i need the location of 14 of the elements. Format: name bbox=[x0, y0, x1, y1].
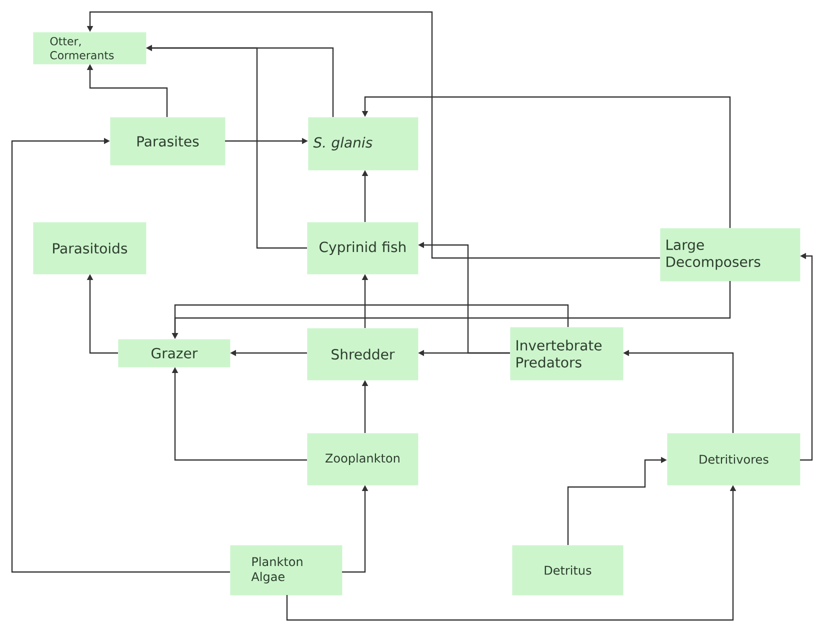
species-box: Detritus bbox=[512, 545, 624, 596]
species-box: S. glanis bbox=[308, 117, 418, 170]
species-box: Large Decomposers bbox=[660, 228, 800, 282]
species-box: Parasitoids bbox=[33, 222, 146, 274]
species-box: Otter, Cormerants bbox=[33, 32, 146, 64]
species-box: Zooplankton bbox=[307, 433, 418, 486]
arrow bbox=[11, 138, 230, 573]
species-box: Invertebrate Predators bbox=[510, 327, 624, 380]
species-box: Grazer bbox=[118, 339, 230, 368]
species-box: Shredder bbox=[307, 328, 418, 380]
species-box: Plankton Algae bbox=[230, 545, 342, 596]
species-box: Parasites bbox=[110, 117, 226, 166]
species-box: Cyprinid fish bbox=[307, 222, 418, 274]
species-box: Detritivores bbox=[667, 433, 800, 486]
